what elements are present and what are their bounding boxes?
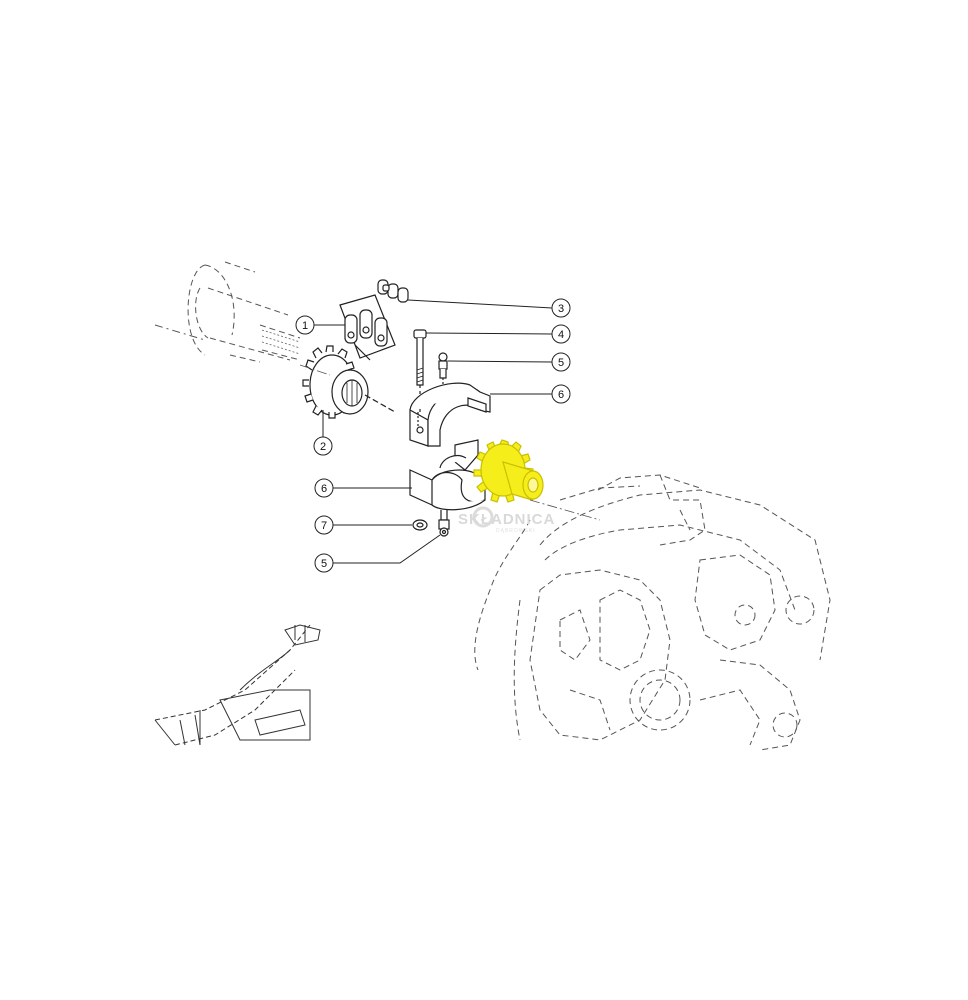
shaft-splines xyxy=(261,329,301,355)
drive-shaft xyxy=(154,261,301,363)
callout-5-lower: 5 xyxy=(314,534,441,573)
watermark: SKŁADNICA DĄBROWSKI xyxy=(458,506,555,534)
gearbox-housing xyxy=(474,474,831,751)
callout-7: 7 xyxy=(314,515,412,535)
callout-5-lower-label: 5 xyxy=(321,558,327,570)
callout-3-label: 3 xyxy=(558,303,564,315)
chain-link-part xyxy=(377,279,409,303)
center-lines xyxy=(299,364,601,521)
callout-3: 3 xyxy=(407,298,571,318)
roller-chain-part xyxy=(339,294,396,361)
callout-6-upper: 6 xyxy=(490,384,571,404)
callout-5-upper-label: 5 xyxy=(558,357,564,369)
callout-6-lower-label: 6 xyxy=(321,483,327,495)
callout-7-label: 7 xyxy=(321,520,327,532)
callout-5-upper: 5 xyxy=(447,352,571,372)
bearing-housing-upper xyxy=(409,382,491,447)
highlighted-sprocket-hub xyxy=(473,439,544,503)
callout-6-upper-label: 6 xyxy=(558,389,564,401)
callout-1: 1 xyxy=(295,315,345,335)
bolt-part xyxy=(413,329,427,425)
grease-nipple-lower xyxy=(438,510,450,537)
watermark-title: SKŁADNICA xyxy=(458,511,555,528)
grease-nipple-upper xyxy=(438,352,448,395)
callout-2: 2 xyxy=(313,410,333,456)
sprocket-part xyxy=(302,345,396,419)
watermark-logo-icon xyxy=(472,506,494,528)
callout-4: 4 xyxy=(425,324,571,344)
callout-6-lower: 6 xyxy=(314,478,412,498)
watermark-subtitle: DĄBROWSKI xyxy=(496,528,536,534)
bearing-housing-lower xyxy=(409,439,486,511)
callout-1-label: 1 xyxy=(302,320,308,332)
callout-4-label: 4 xyxy=(558,329,564,341)
tensioner-assembly xyxy=(154,624,321,746)
washer-part xyxy=(412,519,428,531)
callout-2-label: 2 xyxy=(320,441,326,453)
